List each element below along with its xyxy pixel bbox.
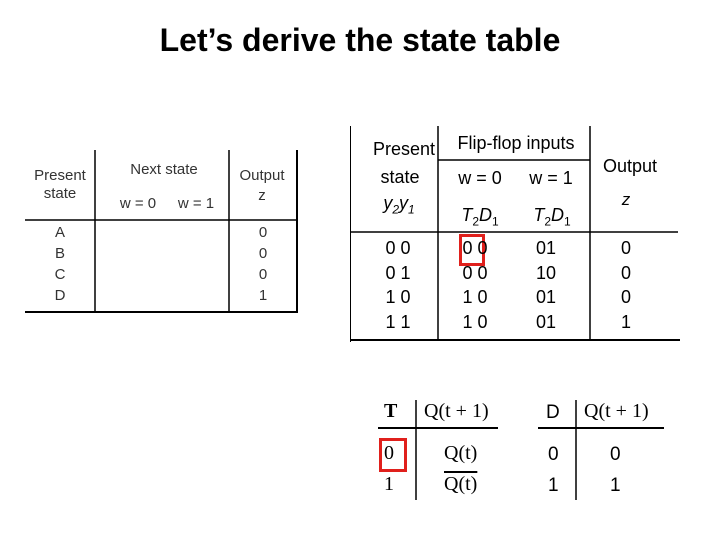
w1-header: w = 1 xyxy=(529,168,573,188)
w1-row-2: 10 xyxy=(535,263,557,283)
y2y1-header: y2y1 xyxy=(383,193,415,217)
t2d1-header-w1: T2D1 xyxy=(533,205,571,229)
t-highlight-box xyxy=(379,438,407,472)
page-title: Let’s derive the state table xyxy=(159,22,561,58)
w1-header: w = 1 xyxy=(177,195,215,212)
w0-row-3: 1 0 xyxy=(462,287,488,307)
w0-header: w = 0 xyxy=(458,168,502,188)
z-header: z xyxy=(621,190,631,209)
flipflop-inputs-header: Flip-flop inputs xyxy=(457,133,575,153)
present-header: Present xyxy=(372,139,436,159)
present-header-line1: Present xyxy=(34,167,86,184)
z-row-1: 0 xyxy=(620,238,631,258)
state-table: Present state Next state w = 0 w = 1 Out… xyxy=(25,150,299,314)
output-header-line2: z xyxy=(258,187,266,204)
t-row-2-t: 1 xyxy=(384,473,394,495)
w0-row-2: 0 0 xyxy=(462,263,488,283)
output-header: Output xyxy=(602,156,658,176)
state-row-a: A xyxy=(54,224,65,241)
output-row-1: 0 xyxy=(258,224,268,241)
present-row-3: 1 0 xyxy=(385,287,411,307)
z-row-2: 0 xyxy=(620,263,631,283)
present-header-line2: state xyxy=(43,185,77,202)
w0-header: w = 0 xyxy=(119,195,157,212)
flipflop-table-lines xyxy=(350,126,680,342)
z-row-3: 0 xyxy=(620,287,631,307)
d-row-1-q: 0 xyxy=(610,444,621,465)
d-row-1-d: 0 xyxy=(548,444,559,465)
present-row-1: 0 0 xyxy=(385,238,411,258)
w0-row-4: 1 0 xyxy=(462,312,488,332)
output-header-line1: Output xyxy=(239,167,285,184)
z-row-4: 1 xyxy=(620,312,631,332)
t-flipflop-table: T Q(t + 1) 0 Q(t) 1 Q(t) xyxy=(372,398,502,502)
t2d1-header-w0: T2D1 xyxy=(461,205,499,229)
state-row-b: B xyxy=(54,245,65,262)
w1-row-4: 01 xyxy=(535,312,557,332)
flipflop-table: Present state y2y1 Flip-flop inputs w = … xyxy=(350,126,680,344)
next-state-header: Next state xyxy=(130,161,198,178)
state-row-c: C xyxy=(54,266,66,283)
output-row-2: 0 xyxy=(258,245,268,262)
d-row-2-d: 1 xyxy=(548,475,559,496)
state-header: state xyxy=(380,167,420,187)
output-row-4: 1 xyxy=(258,287,268,304)
t-header: T xyxy=(384,400,398,422)
w1-row-3: 01 xyxy=(535,287,557,307)
t-row-1-q: Q(t) xyxy=(444,442,478,464)
t-qnext-header: Q(t + 1) xyxy=(424,400,489,422)
state-row-d: D xyxy=(54,287,66,304)
d-table-lines xyxy=(538,400,664,500)
w1-row-1: 01 xyxy=(535,238,557,258)
present-row-2: 0 1 xyxy=(385,263,411,283)
t-table-lines xyxy=(378,400,498,500)
present-row-4: 1 1 xyxy=(385,312,411,332)
d-row-2-q: 1 xyxy=(610,475,621,496)
t-row-1-t: 0 xyxy=(384,442,394,464)
d-flipflop-table: D Q(t + 1) 0 0 1 1 xyxy=(536,398,666,502)
output-row-3: 0 xyxy=(258,266,268,283)
d-header: D xyxy=(546,402,560,423)
d-qnext-header: Q(t + 1) xyxy=(584,400,649,422)
highlight-box xyxy=(459,234,485,266)
state-table-lines xyxy=(25,150,298,313)
w0-row-1: 0 0 xyxy=(462,238,488,258)
t-row-2-q: Q(t) xyxy=(444,473,478,495)
